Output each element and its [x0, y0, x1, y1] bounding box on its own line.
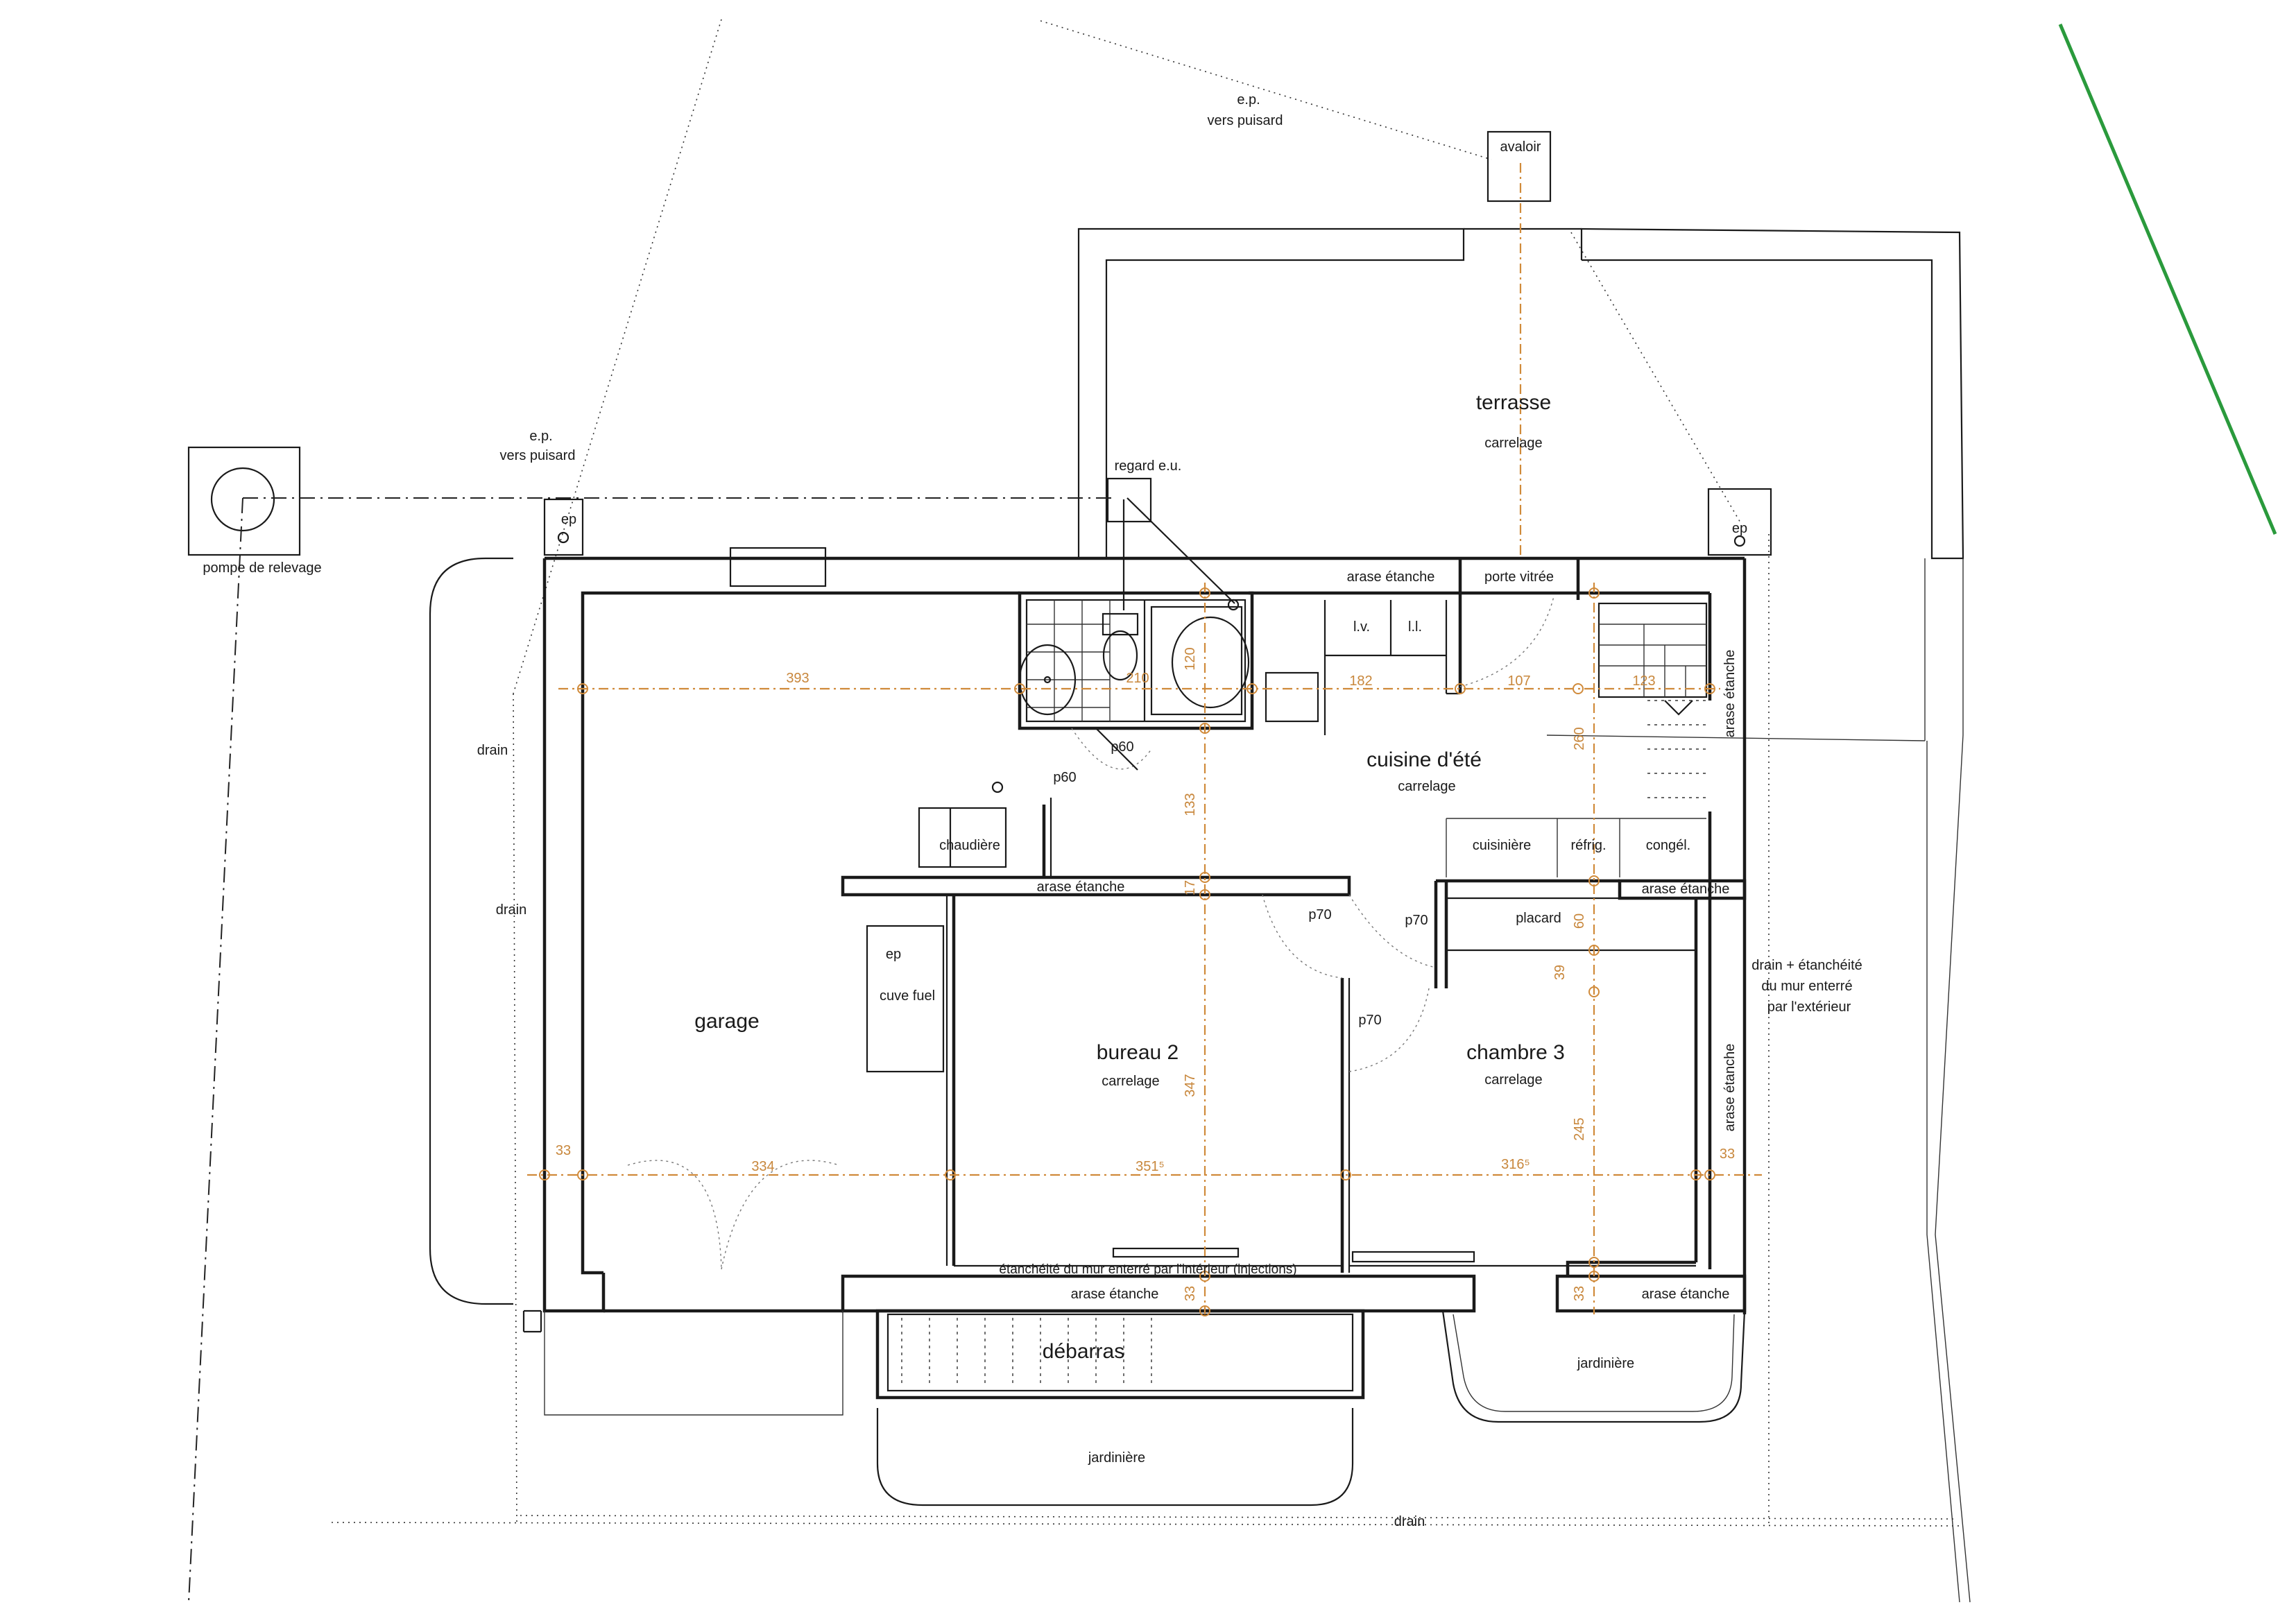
dim-123: 123	[1632, 673, 1655, 689]
ep-left-box	[543, 498, 584, 556]
dimension-labels: 393 210 182 107 123 33 334 351⁵ 316⁵ 33 …	[556, 647, 1735, 1301]
dim-351: 351⁵	[1136, 1159, 1165, 1174]
room-cuisine-floor: carrelage	[1398, 779, 1455, 794]
avaloir-box	[1487, 130, 1552, 203]
room-bureau-floor: carrelage	[1102, 1074, 1159, 1089]
dim-17: 17	[1183, 880, 1198, 895]
room-chambre-floor: carrelage	[1484, 1072, 1542, 1088]
label-regard: regard e.u.	[1115, 458, 1182, 474]
room-garage: garage	[694, 1010, 759, 1033]
label-ep-cuve: ep	[886, 947, 901, 962]
dim-347: 347	[1183, 1074, 1198, 1097]
dimension-lines	[527, 583, 1762, 1316]
dim-120: 120	[1183, 647, 1198, 670]
room-chambre: chambre 3	[1466, 1041, 1565, 1064]
label-ep-left: ep	[561, 512, 576, 527]
note-arase-mid: arase étanche	[1037, 879, 1125, 895]
bathroom	[1018, 591, 1254, 730]
labels: garage bureau 2 carrelage chambre 3 carr…	[203, 92, 1862, 1529]
dim-33-left: 33	[556, 1143, 571, 1158]
chaudiere-box	[918, 807, 1007, 868]
label-refrig: réfrig.	[1570, 838, 1606, 853]
room-debarras: débarras	[1043, 1340, 1124, 1363]
kitchen-fixtures	[1265, 600, 1706, 877]
stair	[1597, 602, 1710, 798]
label-lv: l.v.	[1353, 619, 1370, 635]
dim-245: 245	[1572, 1117, 1587, 1140]
dim-133: 133	[1183, 793, 1198, 816]
note-drain-1: drain	[477, 743, 508, 758]
note-arase-vert-bottom: arase étanche	[1722, 1044, 1738, 1132]
bottom-walls	[522, 1274, 1747, 1333]
note-drain-ext-1: drain + étanchéité	[1751, 958, 1862, 973]
cuve-fuel-box	[866, 925, 945, 1073]
note-drain-ext-3: par l'extérieur	[1767, 999, 1851, 1015]
debarras-room	[875, 1309, 1365, 1400]
label-ep-right: ep	[1732, 521, 1747, 536]
dim-60: 60	[1572, 913, 1587, 929]
dim-316: 316⁵	[1501, 1157, 1530, 1172]
dim-393: 393	[786, 671, 809, 686]
north-line	[2058, 24, 2277, 535]
note-arase-bottom: arase étanche	[1071, 1287, 1159, 1302]
note-drain-2: drain	[496, 902, 526, 918]
interior-walls	[841, 805, 1747, 1276]
room-cuisine: cuisine d'été	[1367, 748, 1482, 771]
note-arase-vert-top: arase étanche	[1722, 650, 1738, 738]
label-porte-vitree: porte vitrée	[1484, 569, 1554, 585]
note-arase-top: arase étanche	[1347, 569, 1435, 585]
door-swings	[627, 596, 1554, 1270]
terrasse-outline	[1077, 227, 1971, 1603]
note-ep-top-1: e.p.	[1237, 92, 1260, 108]
regard-box	[1106, 477, 1152, 523]
jardiniere-bottom	[876, 1408, 1354, 1506]
note-arase-bottom-right: arase étanche	[1642, 1287, 1730, 1302]
dim-33-bottom: 33	[1183, 1286, 1198, 1301]
label-placard: placard	[1516, 911, 1561, 926]
dim-260: 260	[1572, 727, 1587, 750]
label-chaudiere: chaudière	[939, 838, 1000, 853]
pompe-box	[187, 446, 301, 556]
room-terrasse: terrasse	[1476, 391, 1551, 414]
dim-33-bottom-right: 33	[1572, 1286, 1587, 1301]
door-p60-b: p60	[1053, 770, 1076, 785]
door-p70-c: p70	[1358, 1013, 1381, 1028]
label-ll: l.l.	[1408, 619, 1422, 635]
label-jardiniere-bottom: jardinière	[1088, 1450, 1145, 1466]
dim-334: 334	[751, 1159, 774, 1174]
label-cuve-fuel: cuve fuel	[880, 988, 935, 1004]
door-p60-a: p60	[1111, 739, 1133, 755]
door-p70-a: p70	[1308, 907, 1331, 922]
door-p70-b: p70	[1405, 913, 1428, 928]
exterior-walls	[542, 547, 1747, 1314]
label-jardiniere-right: jardinière	[1577, 1356, 1634, 1371]
note-ep-left-1: e.p.	[529, 429, 552, 444]
note-drain-ext-2: du mur enterré	[1761, 979, 1852, 994]
ep-right-box	[1707, 488, 1772, 556]
pompe-circle	[210, 467, 275, 532]
dim-182: 182	[1349, 673, 1372, 689]
drain-lines	[188, 497, 1117, 1603]
label-congel: congél.	[1646, 838, 1691, 853]
label-cuisiniere: cuisinière	[1473, 838, 1531, 853]
label-pompe: pompe de relevage	[203, 560, 321, 576]
note-drain-bottom: drain	[1394, 1514, 1425, 1529]
jardiniere-right	[1441, 1310, 1746, 1423]
site-boundaries	[331, 19, 1964, 1527]
room-terrasse-floor: carrelage	[1484, 436, 1542, 451]
note-arase-right-mid: arase étanche	[1642, 882, 1730, 897]
drain-outline-left	[429, 557, 513, 1305]
label-avaloir: avaloir	[1500, 139, 1541, 155]
note-etancheite-interieur: étanchéité du mur enterré par l'intérieu…	[999, 1262, 1296, 1277]
dim-33-right: 33	[1720, 1147, 1735, 1162]
dim-39: 39	[1552, 965, 1568, 980]
note-ep-left-2: vers puisard	[500, 448, 576, 463]
dim-210: 210	[1126, 671, 1149, 686]
room-bureau: bureau 2	[1097, 1041, 1179, 1064]
dim-107: 107	[1507, 673, 1530, 689]
note-ep-top-2: vers puisard	[1208, 113, 1283, 128]
